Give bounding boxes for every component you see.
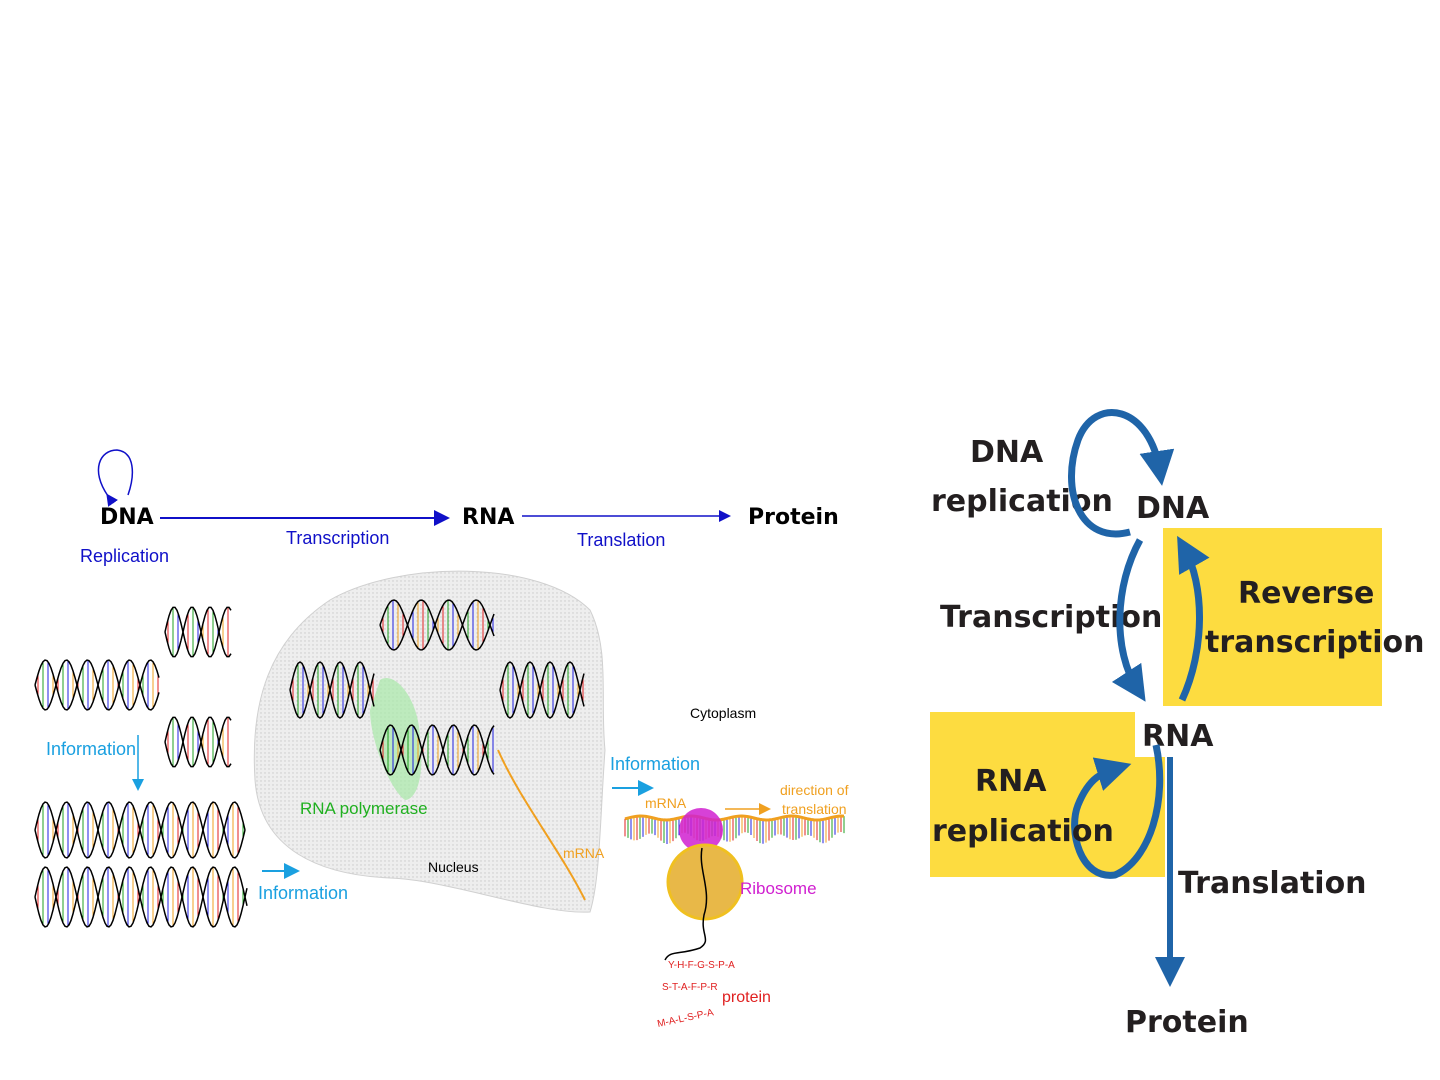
mrna-strand — [497, 749, 586, 901]
direction-label-1: direction of — [780, 782, 849, 798]
mrna-backbone — [624, 814, 845, 822]
replication-loop-arrow — [97, 449, 134, 507]
nucleus-shape — [253, 570, 606, 913]
helix-strand — [289, 661, 375, 719]
helix-strand — [164, 606, 232, 658]
rna-replication-box — [930, 712, 1165, 877]
direction-label-2: translation — [782, 801, 847, 817]
helix-strand — [379, 724, 495, 776]
nucleus-label: Nucleus — [428, 859, 479, 875]
helix-strand — [164, 716, 232, 768]
helix-strand — [289, 661, 375, 719]
protein-node: Protein — [1125, 1005, 1249, 1040]
protein-chain-label: protein — [722, 989, 771, 1006]
rna-replication-arrow — [1071, 744, 1164, 879]
cytoplasm-label: Cytoplasm — [690, 705, 756, 721]
dna-replication-label-1: DNA — [970, 435, 1044, 470]
helix-strand — [499, 661, 585, 719]
mrna-label-cytoplasm: mRNA — [645, 795, 687, 811]
transcription-label: Transcription — [286, 528, 389, 548]
right-dogma-diagram: DNA replication DNA Transcription Revers… — [930, 409, 1425, 1040]
rna-label: RNA — [462, 505, 514, 530]
helix-strand — [379, 724, 495, 776]
helix-strand — [34, 866, 248, 928]
dna-helices — [34, 599, 585, 928]
dna-label: DNA — [100, 505, 154, 530]
helix-strand — [164, 716, 232, 768]
peptide-line-2: S-T-A-F-P-R — [662, 982, 718, 993]
reverse-transcription-box — [1163, 528, 1382, 706]
translation-label-right: Translation — [1178, 866, 1367, 901]
information-label-left: Information — [46, 739, 136, 759]
helix-strand — [379, 599, 495, 651]
rna-replication-label-1: RNA — [975, 764, 1047, 799]
protein-label: Protein — [748, 505, 839, 530]
reverse-transcription-arrow — [1177, 535, 1210, 702]
ribosome-label: Ribosome — [740, 879, 817, 898]
transcription-label-right: Transcription — [940, 600, 1162, 635]
transcription-arrow-right — [1111, 538, 1146, 702]
helix-strand — [34, 801, 246, 859]
rna-polymerase-label: RNA polymerase — [300, 799, 428, 818]
reverse-transcription-label-2: transcription — [1205, 625, 1425, 660]
rna-replication-label-2: replication — [932, 814, 1114, 849]
helix-strand — [164, 606, 232, 658]
helix-strand — [379, 599, 495, 651]
dna-replication-label-2: replication — [931, 484, 1113, 519]
mrna-label-nucleus: mRNA — [563, 845, 605, 861]
helix-strand — [34, 659, 160, 711]
information-label-bottom: Information — [258, 883, 348, 903]
left-dogma-diagram: DNA RNA Protein Replication Transcriptio… — [34, 449, 849, 1030]
peptide-line-1: Y-H-F-G-S-P-A — [668, 960, 735, 971]
cytoplasm-mrna — [624, 814, 845, 844]
polypeptide-chain — [664, 847, 708, 961]
peptide-line-3: M-A-L-S-P-A — [656, 1007, 715, 1030]
dna-node: DNA — [1136, 491, 1210, 526]
helix-strand — [499, 661, 585, 719]
ribosome-small-subunit — [679, 808, 723, 852]
translation-label: Translation — [577, 530, 665, 550]
dna-replication-arrow — [1068, 409, 1175, 538]
rna-node: RNA — [1142, 719, 1214, 754]
information-label-right: Information — [610, 754, 700, 774]
reverse-transcription-label-1: Reverse — [1238, 576, 1374, 611]
helix-strand — [34, 866, 248, 928]
replication-label: Replication — [80, 546, 169, 566]
